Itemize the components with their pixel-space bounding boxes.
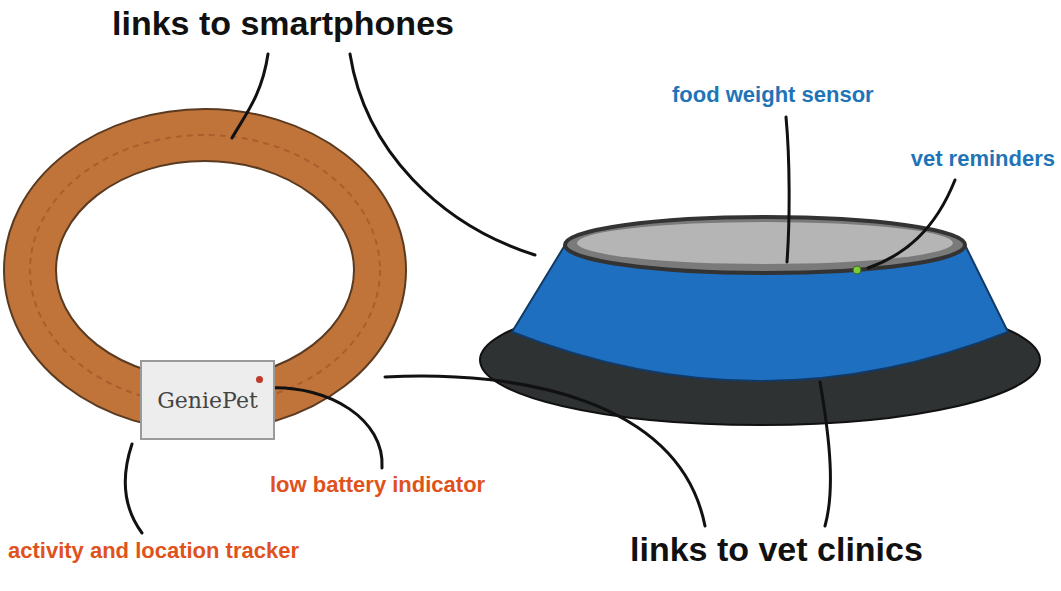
collar-tag: GeniePet	[140, 360, 275, 440]
leader-line	[125, 444, 142, 533]
collar-feature: activity and location tracker	[8, 538, 299, 563]
leader-line	[350, 54, 535, 255]
leader-line	[786, 117, 789, 262]
bowl-rim	[565, 217, 965, 273]
bowl-feature: food weight sensor	[672, 82, 874, 107]
leader-line	[868, 180, 955, 268]
bowl-feature: vet reminders	[911, 146, 1055, 171]
leader-line	[268, 388, 382, 468]
collar-feature: low battery indicator	[270, 472, 485, 497]
bowl-inside	[577, 222, 953, 264]
battery-dot	[256, 376, 263, 383]
callout-heading: links to vet clinics	[630, 530, 923, 569]
leader-line	[385, 376, 705, 526]
leader-line	[232, 54, 268, 138]
brand-name: GeniePet	[157, 388, 258, 413]
leader-line	[820, 382, 830, 526]
reminder-light	[853, 266, 861, 274]
callout-heading: links to smartphones	[112, 4, 454, 43]
